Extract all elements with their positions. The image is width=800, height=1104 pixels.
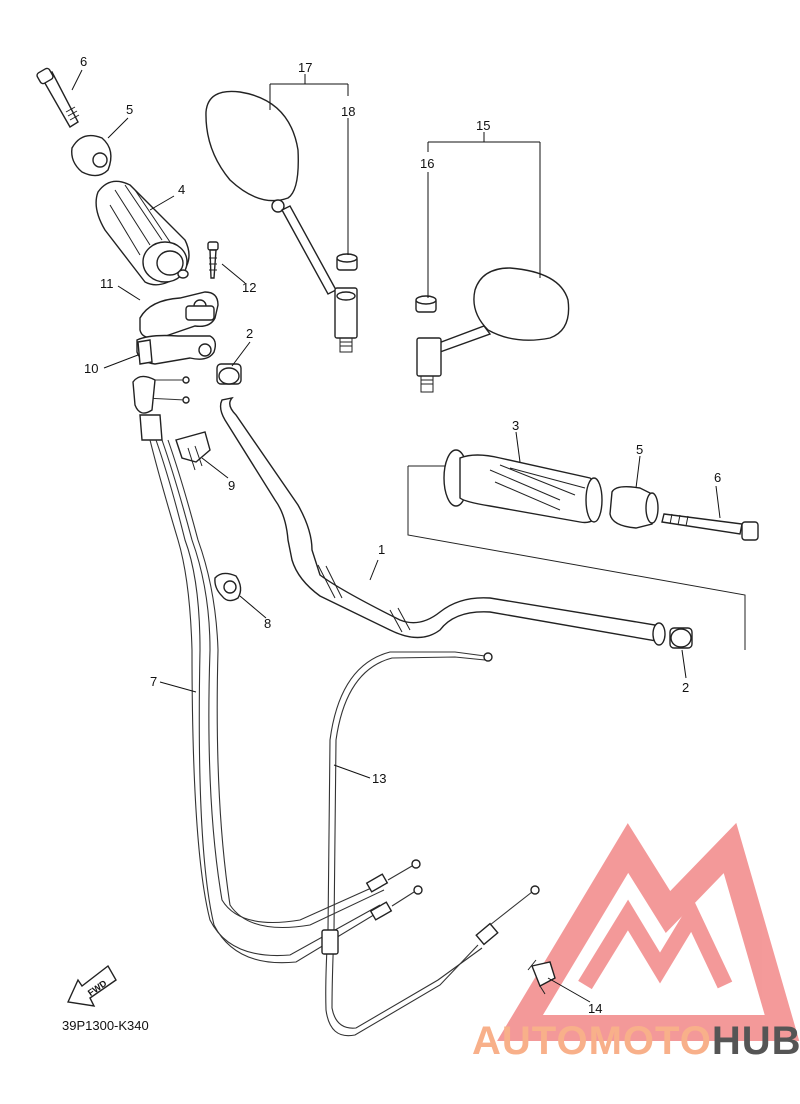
label-5-right: 5 [636, 442, 643, 457]
throttle-cable-ends [132, 375, 190, 441]
cap-18 [336, 253, 358, 271]
label-14: 14 [588, 1001, 602, 1016]
watermark-text-part1: AUTOMOTO [472, 1019, 712, 1063]
label-1: 1 [378, 542, 385, 557]
label-5-left: 5 [126, 102, 133, 117]
watermark-logo [497, 822, 800, 1041]
label-16: 16 [420, 156, 434, 171]
throttle-cables-7 [149, 439, 423, 964]
label-4: 4 [178, 182, 185, 197]
handlebar [219, 396, 666, 646]
throttle-housing-11 [139, 291, 219, 340]
label-18: 18 [341, 104, 355, 119]
label-8: 8 [264, 616, 271, 631]
leader-lines [71, 69, 721, 1003]
clutch-cable-13 [321, 651, 540, 1037]
label-3: 3 [512, 418, 519, 433]
collar-right [669, 627, 693, 649]
watermark-text: AUTOMOTOHUB [472, 1019, 800, 1063]
label-2-left: 2 [246, 326, 253, 341]
mirror-left-17 [205, 90, 358, 353]
label-9: 9 [228, 478, 235, 493]
part-labels: 6 5 4 11 10 12 2 9 8 7 13 14 1 2 3 5 6 1… [80, 54, 721, 1016]
label-2-right: 2 [682, 680, 689, 695]
label-6-right: 6 [714, 470, 721, 485]
label-6-left: 6 [80, 54, 87, 69]
cable-clamp-8 [214, 572, 242, 602]
mirror-right-15 [416, 267, 570, 393]
label-13: 13 [372, 771, 386, 786]
right-grip-box [407, 465, 746, 650]
bolt-6-left [36, 67, 80, 128]
label-17: 17 [298, 60, 312, 75]
diagram-code: 39P1300-K340 [62, 1018, 149, 1033]
label-7: 7 [150, 674, 157, 689]
bolt-6-right [661, 513, 759, 541]
collar-left [216, 363, 242, 385]
cable-holder-9 [175, 431, 211, 471]
cap-16 [415, 295, 437, 313]
label-12: 12 [242, 280, 256, 295]
label-10: 10 [84, 361, 98, 376]
throttle-grip-4 [95, 180, 190, 286]
screw-12 [207, 241, 219, 279]
clip-14 [527, 959, 556, 995]
fwd-arrow-icon: FWD [66, 964, 117, 1007]
label-15: 15 [476, 118, 490, 133]
throttle-housing-10 [136, 334, 217, 365]
bar-end-5-right [609, 485, 659, 529]
grip-3 [443, 449, 603, 524]
bar-end-5-left [71, 134, 112, 177]
watermark-text-part2: HUB [712, 1019, 800, 1063]
label-11: 11 [100, 276, 114, 291]
